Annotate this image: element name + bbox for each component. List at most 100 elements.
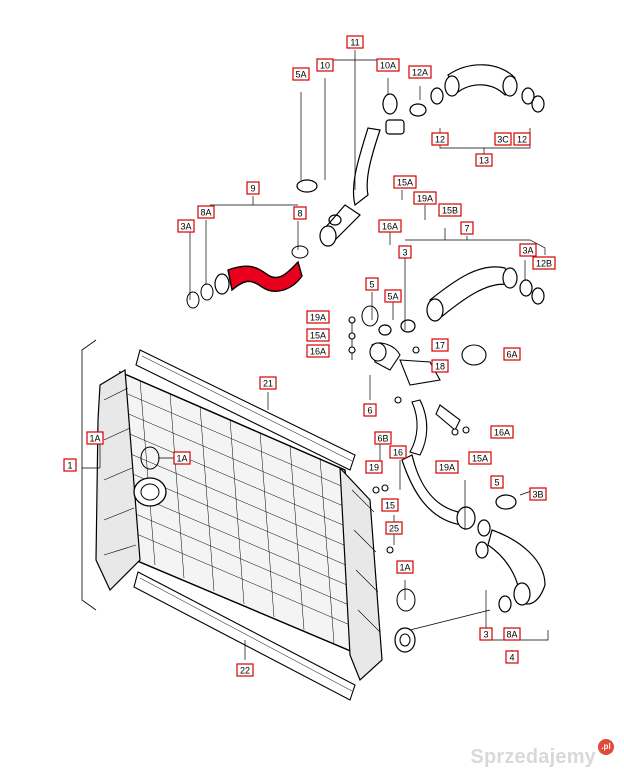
part-label-text: 8A bbox=[200, 207, 211, 217]
part-label-text: 3A bbox=[522, 245, 533, 255]
part-label: 3 bbox=[398, 245, 412, 259]
part-label: 16 bbox=[389, 445, 407, 459]
part-label-box bbox=[396, 560, 414, 574]
part-label-text: 16 bbox=[393, 447, 403, 457]
part-label-box bbox=[306, 344, 330, 358]
part-label: 6A bbox=[503, 347, 521, 361]
part-label-box bbox=[468, 451, 492, 465]
part-label: 15 bbox=[381, 498, 399, 512]
lower-charge-pipe bbox=[401, 454, 546, 631]
part-label-text: 16A bbox=[382, 221, 398, 231]
part-label-box bbox=[438, 203, 462, 217]
part-label: 19A bbox=[413, 191, 437, 205]
part-label-text: 4 bbox=[509, 652, 514, 662]
part-label-box bbox=[479, 627, 493, 641]
part-label: 8 bbox=[293, 206, 307, 220]
part-label-text: 15A bbox=[472, 453, 488, 463]
part-labels: 11 5A 10 10A 12A 3C 1 21 3 12 9 3A 8A 8 15A 19A 15B 16A 7 3… bbox=[63, 35, 556, 677]
part-label-text: 22 bbox=[240, 665, 250, 675]
part-label-box bbox=[503, 627, 521, 641]
part-label-box bbox=[408, 65, 432, 79]
part-label-box bbox=[413, 191, 437, 205]
part-label: 16A bbox=[306, 344, 330, 358]
part-label-text: 17 bbox=[435, 340, 445, 350]
part-label-box bbox=[177, 219, 195, 233]
part-label-text: 15A bbox=[310, 330, 326, 340]
part-label: 15B bbox=[438, 203, 462, 217]
part-label-text: 16A bbox=[494, 427, 510, 437]
part-label-box bbox=[431, 338, 449, 352]
line-drawing bbox=[81, 50, 549, 701]
part-label: 10A bbox=[376, 58, 400, 72]
part-label-text: 3 bbox=[483, 629, 488, 639]
part-label-box bbox=[365, 460, 383, 474]
part-label: 3 bbox=[479, 627, 493, 641]
watermark-brand: Sprzedajemy bbox=[470, 746, 596, 768]
part-label: 1A bbox=[396, 560, 414, 574]
part-label-box bbox=[236, 663, 254, 677]
part-label: 19A bbox=[306, 310, 330, 324]
part-label-box bbox=[316, 58, 334, 72]
part-label-text: 25 bbox=[389, 523, 399, 533]
part-label-box bbox=[374, 431, 392, 445]
part-label-box bbox=[519, 243, 537, 257]
part-label-box bbox=[490, 425, 514, 439]
o-ring-1a-lower bbox=[396, 588, 416, 612]
part-label-text: 1A bbox=[89, 433, 100, 443]
part-label-box bbox=[490, 475, 504, 489]
part-label-box bbox=[346, 35, 364, 49]
part-label-box bbox=[363, 403, 377, 417]
part-label-box bbox=[381, 498, 399, 512]
part-label: 4 bbox=[505, 650, 519, 664]
part-label: 25 bbox=[385, 521, 403, 535]
part-label-text: 3A bbox=[180, 221, 191, 231]
part-label-box bbox=[393, 175, 417, 189]
part-label: 13 bbox=[475, 153, 493, 167]
part-label: 15A bbox=[468, 451, 492, 465]
part-label: 10 bbox=[316, 58, 334, 72]
part-label-text: 8 bbox=[297, 208, 302, 218]
part-label-text: 16A bbox=[310, 346, 326, 356]
part-label: 3A bbox=[177, 219, 195, 233]
part-label-box bbox=[384, 289, 402, 303]
part-label-text: 1 bbox=[67, 460, 72, 470]
part-label: 12B bbox=[532, 256, 556, 270]
part-label-box bbox=[306, 328, 330, 342]
part-label: 11 bbox=[346, 35, 364, 49]
part-label-text: 21 bbox=[263, 378, 273, 388]
part-label-box bbox=[503, 347, 521, 361]
part-label: 5 bbox=[365, 277, 379, 291]
part-label-text: 10 bbox=[320, 60, 330, 70]
part-label-text: 18 bbox=[435, 361, 445, 371]
part-label: 19A bbox=[435, 460, 459, 474]
part-label-text: 5 bbox=[494, 477, 499, 487]
part-label: 7 bbox=[460, 221, 474, 235]
part-label-text: 1A bbox=[399, 562, 410, 572]
part-label-text: 12 bbox=[517, 134, 527, 144]
part-label: 16A bbox=[378, 219, 402, 233]
part-label-text: 3C bbox=[497, 134, 509, 144]
part-label-box bbox=[385, 521, 403, 535]
part-label: 5A bbox=[384, 289, 402, 303]
part-label: 8A bbox=[503, 627, 521, 641]
part-label-box bbox=[513, 132, 531, 146]
part-label-box bbox=[389, 445, 407, 459]
part-label-box bbox=[173, 451, 191, 465]
part-label: 8A bbox=[197, 205, 215, 219]
part-label-box bbox=[529, 487, 547, 501]
part-label-text: 5 bbox=[369, 279, 374, 289]
part-label: 1A bbox=[173, 451, 191, 465]
part-label-text: 19 bbox=[369, 462, 379, 472]
part-label-text: 5A bbox=[295, 69, 306, 79]
vertical-pipe bbox=[296, 119, 405, 247]
part-label: 9 bbox=[246, 181, 260, 195]
watermark-suffix: .pl bbox=[598, 739, 614, 755]
part-label-box bbox=[475, 153, 493, 167]
part-label-text: 12A bbox=[412, 67, 428, 77]
part-label-text: 8A bbox=[506, 629, 517, 639]
part-label-text: 19A bbox=[417, 193, 433, 203]
part-label-box bbox=[376, 58, 400, 72]
part-label: 1 bbox=[63, 458, 77, 472]
part-label: 12 bbox=[513, 132, 531, 146]
